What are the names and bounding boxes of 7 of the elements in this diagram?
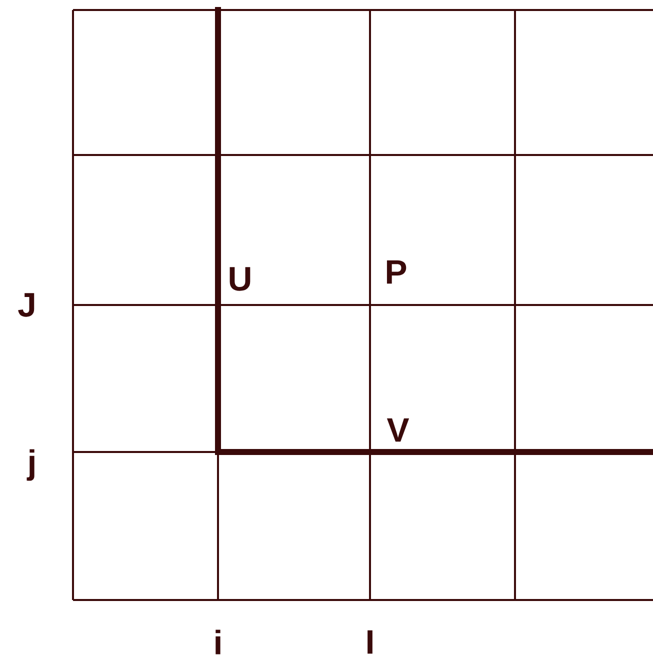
point-label: U <box>230 267 250 291</box>
point-label: P <box>386 260 406 284</box>
point-label: I <box>368 630 372 654</box>
point-label: J <box>18 293 34 317</box>
point-label: V <box>386 418 410 442</box>
point-label: i <box>216 630 220 654</box>
point-label: j <box>26 449 34 481</box>
